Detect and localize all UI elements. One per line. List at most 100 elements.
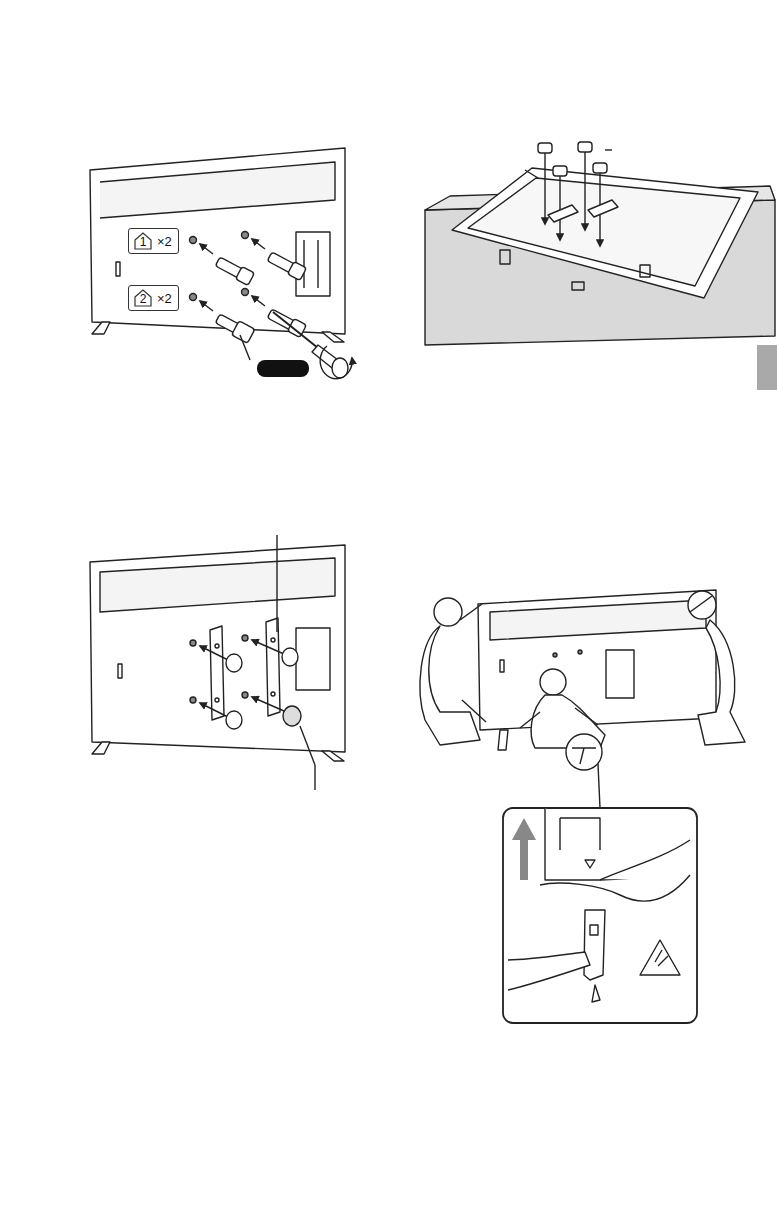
tv-back bbox=[92, 322, 110, 334]
stand-leg bbox=[498, 730, 508, 750]
inset-detail bbox=[559, 818, 560, 850]
spacer-arrows bbox=[252, 296, 265, 306]
inset-frame bbox=[503, 808, 697, 1023]
part-number-icon: 2 bbox=[133, 288, 153, 308]
tv-back bbox=[606, 650, 634, 698]
screw-heads bbox=[282, 648, 298, 666]
bolts bbox=[538, 143, 552, 224]
tv-back bbox=[116, 262, 120, 276]
inset-detail bbox=[512, 818, 536, 880]
people bbox=[698, 620, 745, 745]
tv-face-down bbox=[468, 178, 740, 286]
screwdriver bbox=[273, 312, 352, 379]
screws bbox=[200, 640, 284, 717]
tv-face-down bbox=[572, 282, 584, 290]
tv-back bbox=[500, 660, 504, 672]
quantity-label: ×2 bbox=[157, 291, 172, 306]
tv-face-down bbox=[640, 265, 650, 277]
callout-box: 2 ×2 bbox=[128, 285, 179, 311]
spacers bbox=[266, 250, 306, 280]
spacers bbox=[288, 262, 307, 281]
people bbox=[420, 626, 480, 745]
spacers bbox=[232, 321, 255, 344]
people bbox=[434, 598, 462, 626]
screws bbox=[252, 697, 284, 711]
inset-detail bbox=[600, 840, 690, 880]
tv-back bbox=[100, 162, 335, 218]
bolts bbox=[538, 143, 552, 153]
tv-back bbox=[478, 590, 716, 730]
spacers bbox=[214, 255, 254, 285]
bolts bbox=[553, 166, 567, 176]
tv-back bbox=[90, 148, 345, 334]
bolts bbox=[525, 170, 538, 178]
callout-box: 1×2 bbox=[128, 228, 179, 254]
inset-detail bbox=[560, 818, 600, 850]
tv-back bbox=[92, 742, 110, 754]
bolts bbox=[584, 152, 585, 210]
wall-brackets bbox=[266, 618, 280, 716]
leader-line bbox=[276, 535, 277, 632]
tv-back bbox=[90, 545, 345, 752]
screw-heads bbox=[226, 654, 242, 672]
spacer-arrows bbox=[200, 244, 213, 254]
screws bbox=[200, 703, 228, 717]
black-label bbox=[257, 360, 309, 377]
bolts bbox=[599, 226, 600, 246]
screwdriver bbox=[320, 346, 352, 379]
wall-brackets bbox=[271, 638, 275, 642]
bolts bbox=[525, 142, 618, 246]
wall-brackets bbox=[215, 644, 219, 648]
bolts bbox=[559, 222, 560, 240]
spacers bbox=[214, 250, 307, 343]
bolts bbox=[548, 205, 578, 222]
tv-back bbox=[553, 653, 557, 657]
part-number-icon: 1 bbox=[133, 231, 153, 251]
bolts bbox=[584, 210, 585, 230]
tv-back bbox=[242, 289, 249, 296]
tv-back bbox=[90, 148, 345, 342]
zoom-detail bbox=[572, 748, 596, 764]
screwdriver bbox=[273, 312, 318, 348]
people bbox=[688, 591, 716, 619]
tv-back bbox=[242, 635, 248, 641]
screws bbox=[200, 646, 228, 660]
tv-back bbox=[322, 332, 344, 342]
people bbox=[520, 712, 540, 728]
people bbox=[420, 591, 745, 748]
bolts bbox=[544, 206, 545, 224]
tv-back bbox=[322, 751, 344, 761]
inset-detail bbox=[508, 952, 590, 990]
tv-back bbox=[190, 294, 197, 301]
bolts bbox=[578, 142, 592, 152]
part-number: 1 bbox=[133, 231, 153, 254]
tv-back bbox=[578, 650, 582, 654]
wall-brackets bbox=[210, 626, 224, 720]
tv-back bbox=[190, 237, 197, 244]
stand-leg bbox=[498, 730, 508, 750]
spacers bbox=[288, 319, 307, 338]
people bbox=[690, 596, 712, 612]
people bbox=[462, 700, 486, 722]
tv-back bbox=[490, 600, 706, 640]
wall-brackets bbox=[215, 698, 219, 702]
screw-heads bbox=[226, 711, 242, 729]
spacers bbox=[214, 311, 255, 343]
bolts bbox=[588, 200, 618, 217]
spacers bbox=[236, 267, 255, 286]
tv-back bbox=[317, 240, 318, 288]
inset-detail bbox=[640, 940, 680, 975]
tv-face-down bbox=[452, 168, 758, 298]
bolts bbox=[578, 142, 592, 230]
inset-detail bbox=[545, 808, 660, 880]
people bbox=[575, 708, 598, 725]
screw-heads bbox=[283, 706, 301, 726]
tv-face-down bbox=[452, 168, 758, 298]
zoom-circle bbox=[566, 734, 602, 770]
tv-back bbox=[242, 692, 248, 698]
spacer-arrows bbox=[252, 239, 265, 249]
bolts bbox=[544, 153, 545, 206]
spacer-arrows bbox=[200, 301, 213, 311]
people bbox=[460, 604, 482, 620]
